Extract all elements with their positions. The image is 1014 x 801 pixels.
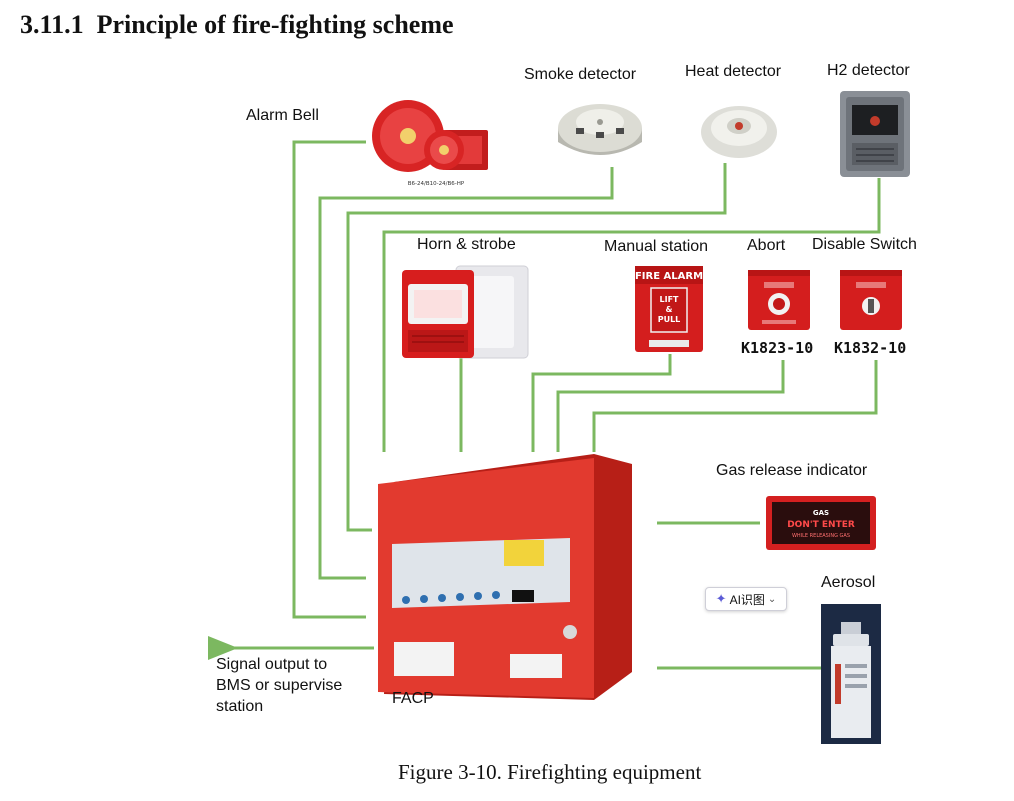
- h2-detector-icon: [840, 91, 910, 177]
- aerosol-canister-icon: [821, 604, 881, 744]
- sparkle-icon: ✦: [715, 591, 727, 606]
- label-facp: FACP: [392, 690, 434, 707]
- section-heading: 3.11.1 Principle of fire-fighting scheme: [20, 10, 454, 40]
- section-title: Principle of fire-fighting scheme: [96, 10, 454, 39]
- horn-strobe-icon: [402, 265, 529, 359]
- label-smoke-detector: Smoke detector: [524, 66, 637, 83]
- heat-detector-device: [697, 94, 781, 164]
- lift-text: LIFT: [660, 295, 680, 304]
- wire-h2-detector: [382, 178, 881, 452]
- abort-switch-icon: [748, 270, 810, 330]
- pull-text: PULL: [658, 315, 681, 324]
- label-h2-detector: H2 detector: [827, 62, 910, 79]
- heat-detector-icon: [701, 106, 777, 158]
- disable-switch-device: [838, 268, 904, 332]
- ai-chip-label: AI识图: [729, 592, 765, 607]
- facp-panel-icon: [378, 454, 632, 700]
- horn-strobe-device: [398, 262, 532, 360]
- model-disable-switch: K1832-10: [834, 339, 907, 357]
- gas-sign-text: GAS: [813, 509, 829, 517]
- while-releasing-text: WHILE RELEASING GAS: [792, 533, 850, 539]
- h2-detector-device: [838, 89, 912, 179]
- smoke-detector-icon: [558, 104, 642, 155]
- disable-switch-icon: [840, 270, 902, 330]
- signal-output-line-2: BMS or supervise: [216, 677, 343, 694]
- signal-output-line-3: station: [216, 698, 264, 715]
- aerosol-device: [821, 604, 881, 744]
- label-aerosol: Aerosol: [821, 574, 876, 591]
- fire-alarm-text: FIRE ALARM: [635, 271, 703, 282]
- wire-smoke-detector: [318, 167, 614, 580]
- manual-station-device: FIRE ALARM LIFT & PULL: [633, 264, 705, 354]
- gas-release-indicator-icon: GAS DON'T ENTER WHILE RELEASING GAS: [766, 496, 876, 550]
- dont-enter-text: DON'T ENTER: [787, 520, 855, 530]
- label-heat-detector: Heat detector: [685, 63, 782, 80]
- wire-alarm-bell: [292, 140, 366, 619]
- bell-model-text: B6-24/B10-24/B6-HP: [408, 181, 465, 187]
- alarm-bell-icon: B6-24/B10-24/B6-HP: [372, 100, 488, 187]
- wire-manual-station: [531, 354, 672, 452]
- wire-heat-detector: [346, 163, 727, 532]
- figure-caption: Figure 3-10. Firefighting equipment: [398, 760, 702, 784]
- wire-disable-switch: [592, 360, 878, 452]
- chevron-down-icon: ⌄: [767, 593, 777, 605]
- abort-switch-device: [746, 268, 812, 332]
- label-manual-station: Manual station: [604, 238, 709, 255]
- signal-output-line-1: Signal output to: [216, 656, 328, 673]
- wire-abort: [556, 360, 785, 452]
- section-number: 3.11.1: [20, 10, 84, 39]
- gas-release-indicator-device: GAS DON'T ENTER WHILE RELEASING GAS: [764, 494, 878, 552]
- facp-panel: [364, 452, 634, 702]
- model-abort: K1823-10: [741, 339, 814, 357]
- and-text: &: [666, 305, 673, 314]
- label-abort: Abort: [747, 237, 786, 254]
- alarm-bell-device: B6-24/B10-24/B6-HP: [364, 98, 506, 190]
- label-alarm-bell: Alarm Bell: [246, 107, 319, 124]
- label-disable-switch: Disable Switch: [812, 236, 917, 253]
- label-horn-strobe: Horn & strobe: [417, 236, 516, 253]
- manual-station-icon: FIRE ALARM LIFT & PULL: [635, 266, 703, 352]
- ai-recognize-chip[interactable]: ✦ AI识图 ⌄: [705, 587, 787, 611]
- smoke-detector-device: [552, 92, 648, 168]
- label-gas-release-indicator: Gas release indicator: [716, 462, 868, 479]
